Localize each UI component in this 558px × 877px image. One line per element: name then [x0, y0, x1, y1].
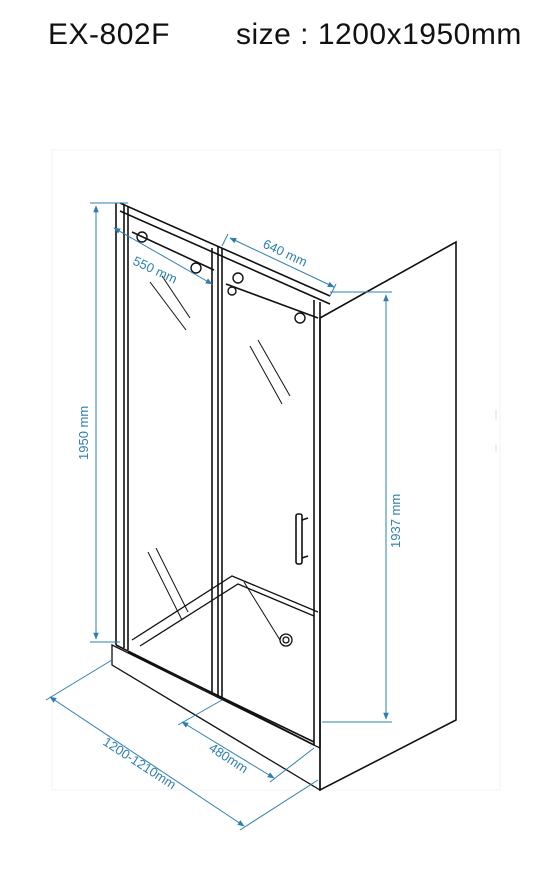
door-frame [115, 202, 331, 748]
fixed-panel-width-label: 550 mm [131, 253, 180, 286]
side-height-label: 1937 mm [388, 494, 403, 548]
entrance-label: 480mm [206, 740, 251, 776]
door-handle [295, 513, 309, 565]
header: EX-802F size : 1200x1950mm [0, 0, 558, 70]
model-name: EX-802F [48, 18, 170, 51]
total-height-label: 1950 mm [76, 406, 91, 460]
width-range-label: 1200-1210mm [100, 734, 178, 792]
size-label: size : 1200x1950mm [236, 18, 522, 51]
shower-tray [111, 575, 321, 792]
glass-reflections [147, 275, 291, 641]
dimension-lines [45, 202, 392, 831]
